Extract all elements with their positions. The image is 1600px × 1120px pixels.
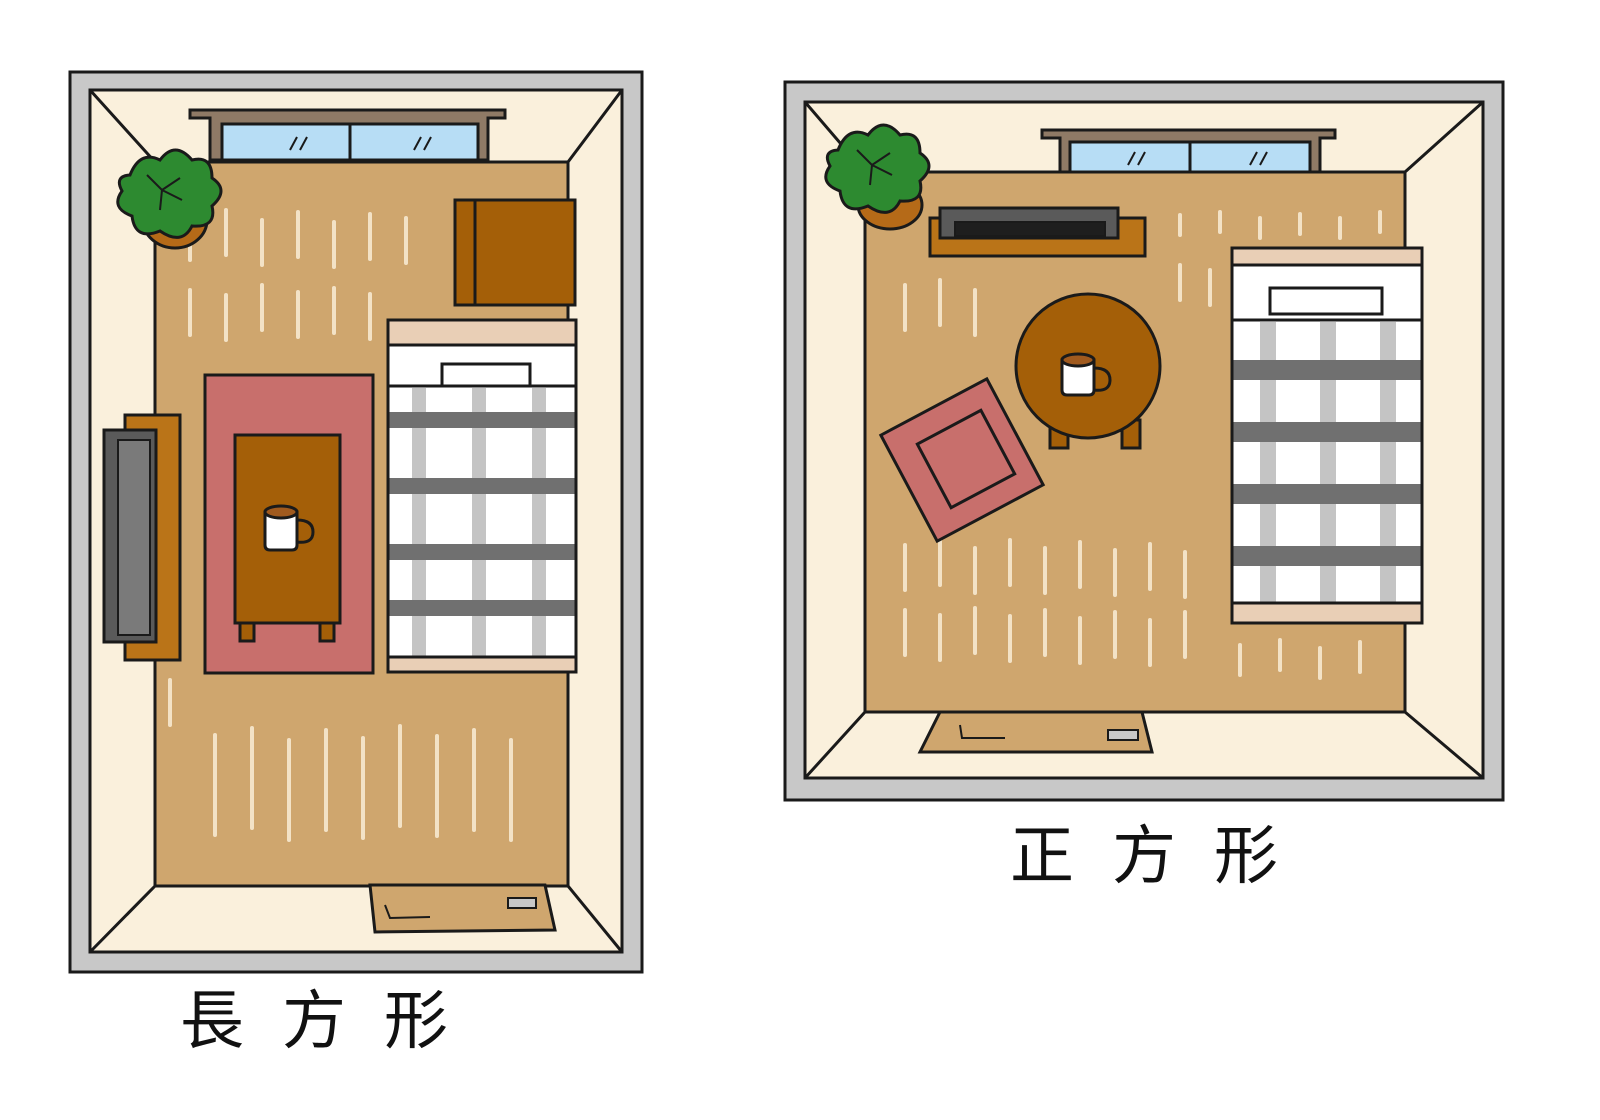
bed-icon xyxy=(1230,246,1424,625)
square-room xyxy=(783,80,1505,802)
tv-icon xyxy=(928,206,1147,258)
mug-icon xyxy=(263,504,315,552)
window-icon xyxy=(1040,128,1337,174)
floor-stripes xyxy=(903,210,1382,680)
rectangle-room-label: 長方形 xyxy=(180,985,486,1059)
window-icon xyxy=(188,108,507,162)
floor-cushion xyxy=(878,376,1046,544)
square-room-label: 正方形 xyxy=(1010,820,1316,894)
plant-icon xyxy=(116,148,223,250)
plant-icon xyxy=(824,123,931,231)
wall-corner-lines xyxy=(88,88,624,954)
tv-icon xyxy=(102,413,182,662)
mug-icon xyxy=(1060,352,1112,397)
door-mat-icon xyxy=(368,883,557,934)
rectangle-room xyxy=(68,70,644,974)
bed-icon xyxy=(386,318,578,674)
chest-of-drawers xyxy=(453,198,577,307)
door-mat-icon xyxy=(917,710,1154,754)
